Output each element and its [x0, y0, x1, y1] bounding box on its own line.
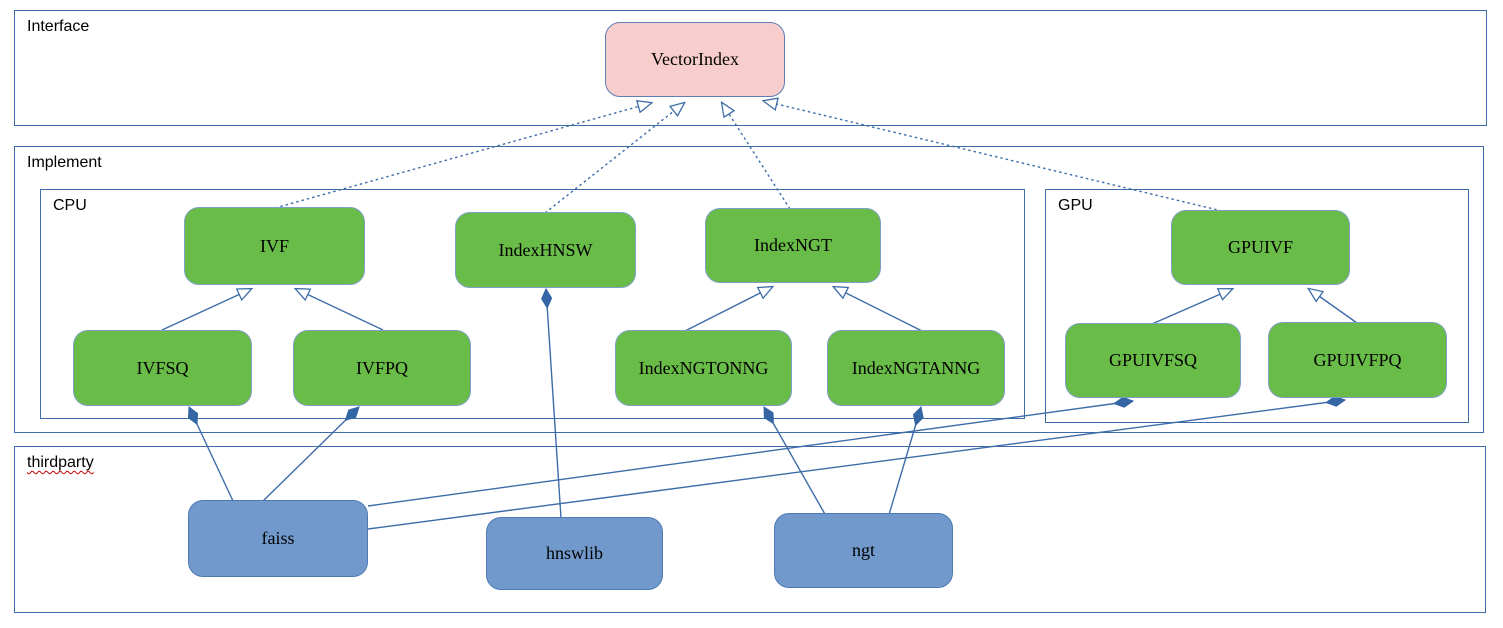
- edge-indexngtonng-to-indexngt: [684, 287, 772, 332]
- edge-ngt-to-indexngtonng: [763, 407, 827, 517]
- node-faiss-label: faiss: [261, 528, 295, 548]
- edge-ivf-to-vectorindex: [274, 103, 651, 209]
- gpu-container: GPU: [1045, 189, 1469, 423]
- node-indexhnsw: IndexHNSW: [455, 212, 636, 288]
- node-gpuivf: GPUIVF: [1171, 210, 1350, 285]
- node-indexngtanng: IndexNGTANNG: [827, 330, 1005, 406]
- node-ivfsq: IVFSQ: [73, 330, 252, 406]
- node-vectorindex-label: VectorIndex: [651, 49, 739, 69]
- edge-ngt-to-indexngtanng: [887, 407, 921, 519]
- thirdparty-container-label: thirdparty: [27, 454, 94, 471]
- node-indexngtonng-label: IndexNGTONNG: [638, 357, 769, 378]
- node-hnswlib-label: hnswlib: [545, 543, 603, 563]
- node-indexhnsw-label: IndexHNSW: [498, 239, 593, 260]
- edge-hnswlib-to-indexhnsw: [546, 289, 562, 519]
- node-ivfpq-label: IVFPQ: [355, 357, 408, 378]
- node-ivf-label: IVF: [259, 235, 289, 256]
- cpu-container-label: CPU: [53, 197, 87, 214]
- edge-indexngtanng-to-indexngt: [834, 287, 923, 332]
- edge-gpuivfpq-to-gpuivf: [1309, 289, 1358, 324]
- implement-container-label: Implement: [27, 154, 102, 171]
- edge-faiss-to-gpuivfsq: [367, 401, 1133, 507]
- node-indexngt-label: IndexNGT: [754, 235, 832, 255]
- node-gpuivfpq: GPUIVFPQ: [1268, 322, 1447, 398]
- interface-container: Interface: [14, 10, 1487, 126]
- node-ivf: IVF: [184, 207, 365, 285]
- edge-faiss-to-ivfpq: [262, 407, 359, 502]
- edge-indexngt-to-vectorindex: [722, 103, 791, 210]
- node-faiss: faiss: [188, 500, 368, 577]
- gpu-container-label: GPU: [1058, 197, 1093, 214]
- cpu-container: CPU: [40, 189, 1025, 419]
- node-indexngtanng-label: IndexNGTANNG: [851, 357, 981, 378]
- node-indexngtonng: IndexNGTONNG: [615, 330, 792, 406]
- node-ngt-label: ngt: [851, 540, 875, 560]
- edge-faiss-to-gpuivfpq: [367, 400, 1345, 530]
- node-vectorindex: VectorIndex: [605, 22, 785, 97]
- interface-container-label: Interface: [27, 18, 90, 35]
- node-indexngt: IndexNGT: [705, 208, 881, 283]
- node-hnswlib: hnswlib: [486, 517, 663, 590]
- node-ivfpq: IVFPQ: [293, 330, 471, 406]
- edge-faiss-to-ivfsq: [189, 407, 234, 502]
- edge-ivfpq-to-ivf: [296, 289, 384, 331]
- node-gpuivf-label: GPUIVF: [1227, 237, 1293, 257]
- implement-container: Implement: [14, 146, 1484, 433]
- node-ivfsq-label: IVFSQ: [136, 357, 189, 378]
- edge-gpuivf-to-vectorindex: [764, 101, 1223, 212]
- edge-ivfsq-to-ivf: [161, 289, 251, 331]
- thirdparty-container: thirdparty: [14, 446, 1486, 613]
- edge-indexhnsw-to-vectorindex: [544, 103, 684, 214]
- node-gpuivfsq-label: GPUIVFSQ: [1108, 350, 1198, 370]
- edge-gpuivfsq-to-gpuivf: [1151, 289, 1232, 325]
- node-gpuivfpq-label: GPUIVFPQ: [1313, 349, 1402, 370]
- node-ngt: ngt: [774, 513, 953, 588]
- node-gpuivfsq: GPUIVFSQ: [1065, 323, 1241, 398]
